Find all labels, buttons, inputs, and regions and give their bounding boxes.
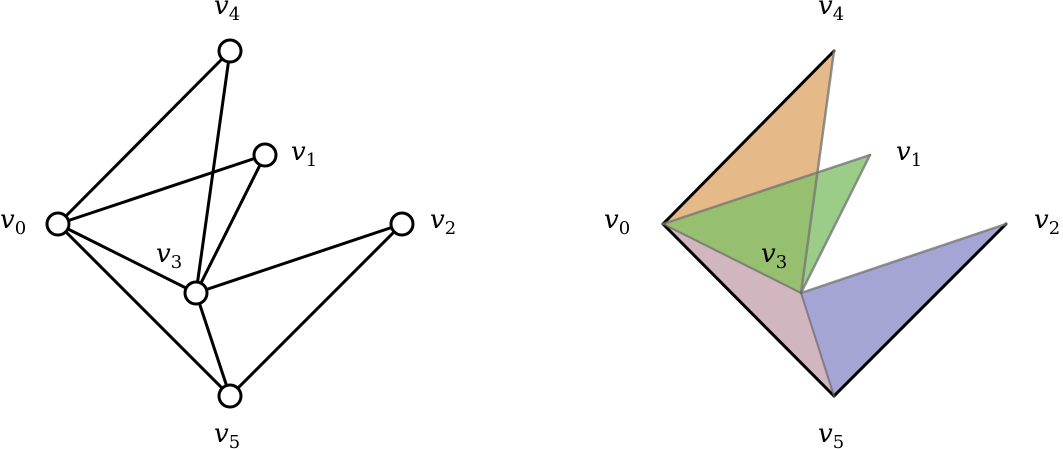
vertex-v3 — [183, 280, 209, 306]
vertex-v2 — [389, 211, 415, 237]
vertex-v4 — [217, 38, 243, 64]
edge-v2-v5 — [228, 222, 404, 398]
edge-v3-v2 — [194, 222, 404, 295]
vertex-v1 — [252, 142, 278, 168]
edge-v3-v5 — [194, 291, 232, 398]
edge-v1-v3 — [799, 153, 872, 295]
label-v0: v0 — [0, 205, 26, 239]
label-v5: v5 — [818, 419, 844, 449]
edge-v0-v4-boundary — [661, 49, 836, 226]
label-v1: v1 — [896, 137, 922, 171]
label-v4: v4 — [818, 0, 844, 25]
edge-v3-v5 — [800, 292, 835, 397]
label-v4: v4 — [214, 0, 240, 25]
edge-v4-v3 — [194, 49, 232, 295]
edge-v0-v1 — [56, 153, 267, 226]
edge-v0-v1 — [661, 153, 872, 226]
label-v3: v3 — [761, 239, 787, 273]
edge-v1-v3 — [194, 153, 267, 295]
edge-v0-v4 — [56, 49, 232, 226]
vertex-v0 — [45, 211, 71, 237]
edge-v2-v5-boundary — [832, 222, 1008, 398]
label-v2: v2 — [430, 205, 456, 239]
label-v1: v1 — [291, 137, 317, 171]
edge-v0-v3 — [662, 223, 802, 294]
edge-v0-v5 — [56, 222, 232, 398]
label-v3: v3 — [156, 239, 182, 273]
label-v0: v0 — [604, 205, 630, 239]
edge-v0-v3 — [56, 222, 198, 295]
edge-v3-v2 — [799, 222, 1008, 295]
triangle-v3-v2-v5 — [801, 224, 1006, 396]
right-complex: v4 v1 v0 v2 v3 v5 — [604, 0, 1060, 449]
vertex-v5 — [217, 383, 243, 409]
edge-v0-v5-boundary — [661, 222, 836, 398]
label-v2: v2 — [1034, 205, 1060, 239]
label-v5: v5 — [214, 419, 240, 449]
left-graph: v4 v1 v0 v2 v3 v5 — [0, 0, 456, 449]
